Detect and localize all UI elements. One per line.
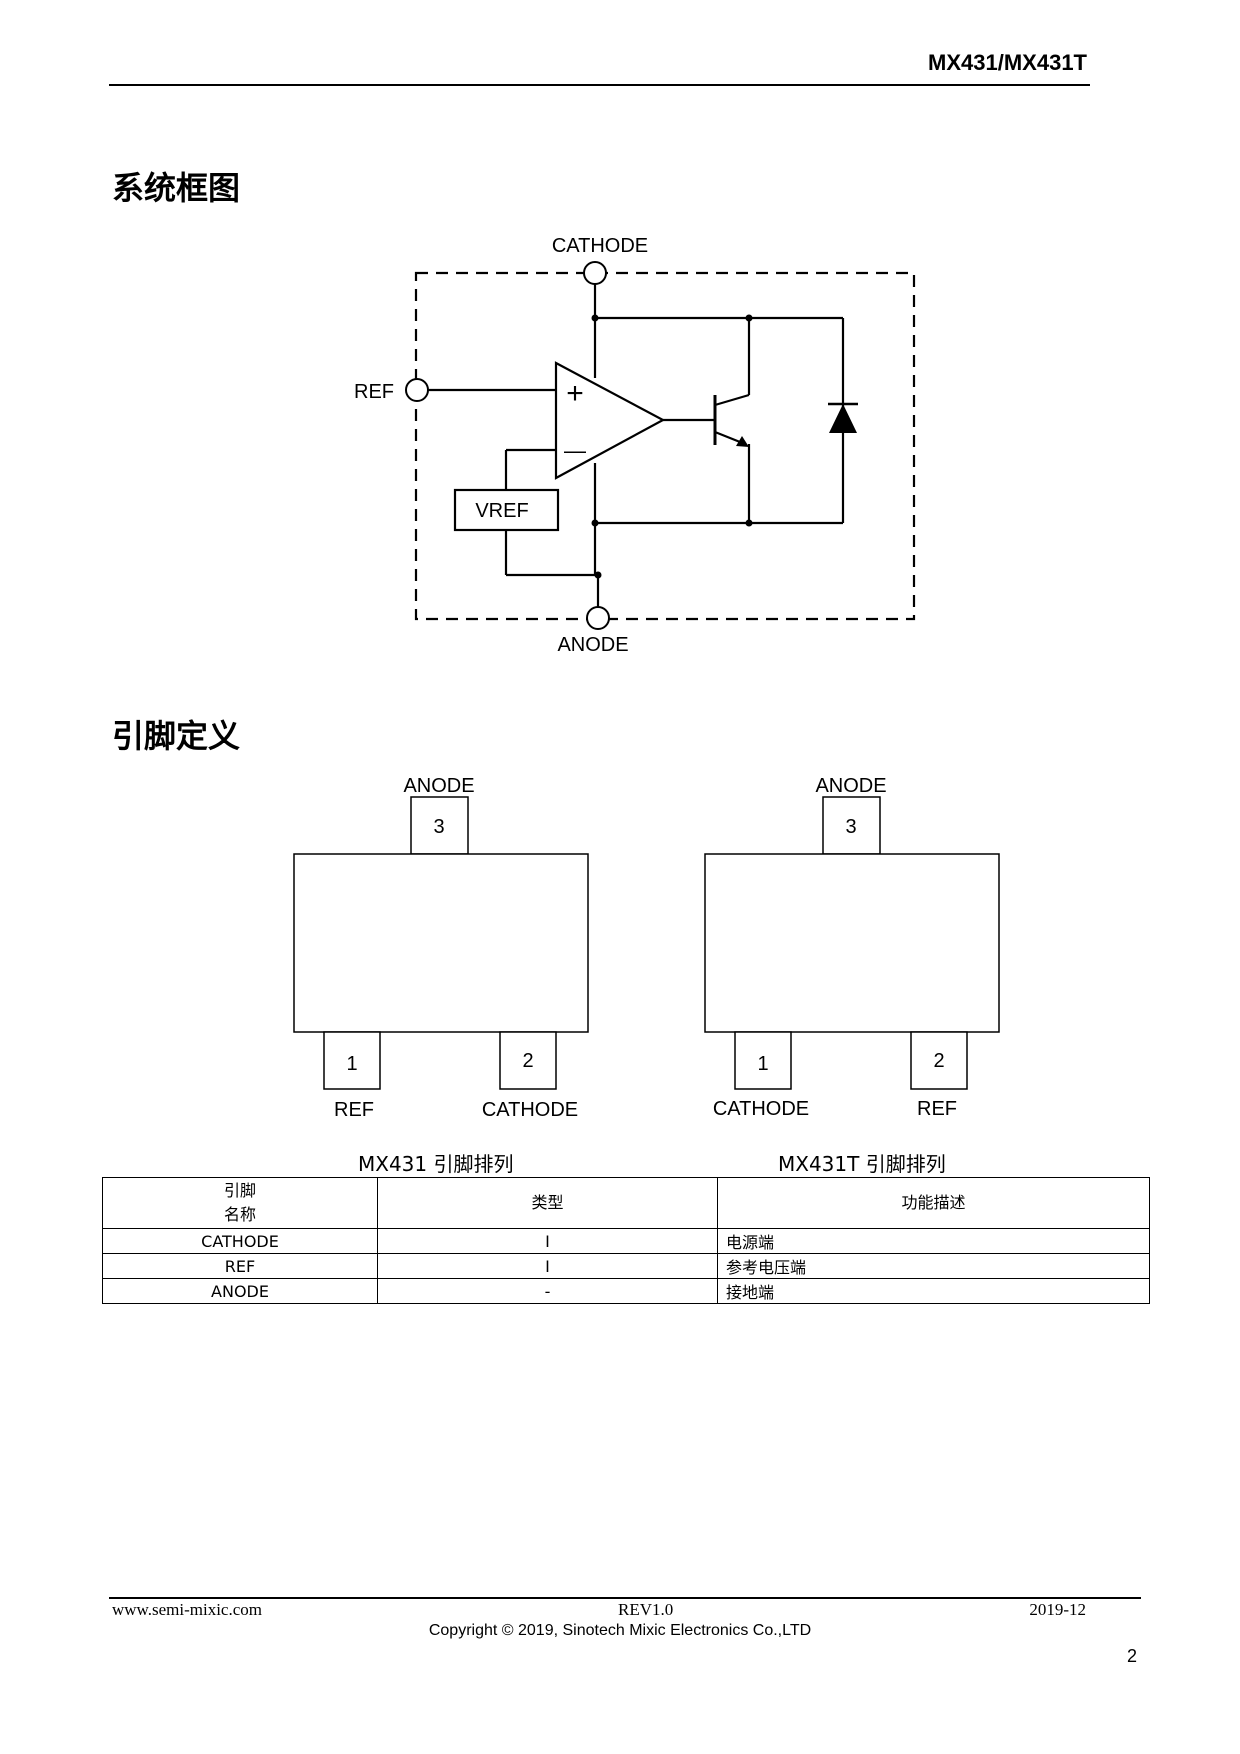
pin1-pad	[734, 1031, 792, 1090]
mx431-pinout-caption: MX431 引脚排列	[358, 1152, 514, 1176]
cell-function: 参考电压端	[717, 1253, 1150, 1279]
cell-function: 接地端	[717, 1278, 1150, 1304]
pin1-pad	[323, 1031, 381, 1090]
cell-pin-name: CATHODE	[102, 1228, 378, 1254]
footer-revision: REV1.0	[618, 1600, 674, 1619]
header-type: 类型	[377, 1177, 718, 1229]
ref-label: REF	[354, 381, 394, 403]
package-mx431t: ANODE 3 1 2 CATHODE REF	[704, 775, 1000, 1120]
package-mx431: ANODE 3 1 2 REF CATHODE	[293, 775, 589, 1121]
pin2-label: REF	[917, 1098, 957, 1120]
anode-terminal-icon	[586, 606, 610, 630]
pin2-pad	[910, 1031, 968, 1090]
cathode-label: CATHODE	[552, 235, 648, 257]
anode-label: ANODE	[557, 634, 628, 656]
footer-date: 2019-12	[1029, 1600, 1086, 1619]
cell-type: I	[377, 1253, 718, 1279]
header-divider	[109, 84, 1090, 86]
enclosure-dashed-box	[414, 271, 916, 621]
table-header-row: 引脚 名称 类型 功能描述	[102, 1177, 1150, 1229]
package-diagrams: ANODE 3 1 2 REF CATHODE ANODE 3 1 2 CATH…	[293, 775, 1000, 1121]
block-diagram-heading: 系统框图	[112, 169, 241, 207]
cell-pin-name: ANODE	[102, 1278, 378, 1304]
cell-type: I	[377, 1228, 718, 1254]
vref-label: VREF	[475, 500, 528, 522]
pin2-label: CATHODE	[482, 1099, 578, 1121]
header-pin-name: 引脚 名称	[102, 1177, 378, 1229]
footer-divider	[109, 1597, 1141, 1599]
pin-definition-heading: 引脚定义	[112, 717, 241, 755]
pin1-label: CATHODE	[713, 1098, 809, 1120]
header-pin-name-line1: 引脚	[223, 1181, 256, 1200]
pin2-number: 2	[522, 1050, 533, 1072]
pin2-number: 2	[933, 1050, 944, 1072]
pin2-pad	[499, 1031, 557, 1090]
pin3-number: 3	[845, 816, 856, 838]
cell-type: -	[377, 1278, 718, 1304]
pin3-label: ANODE	[403, 775, 474, 797]
cathode-terminal-icon	[583, 261, 607, 285]
pin3-number: 3	[433, 816, 444, 838]
cell-function: 电源端	[717, 1228, 1150, 1254]
footer-copyright: Copyright © 2019, Sinotech Mixic Electro…	[428, 1622, 812, 1639]
block-diagram: CATHODE ANODE REF VREF + —	[354, 235, 916, 656]
op-amp-symbol	[554, 361, 666, 480]
cell-pin-name: REF	[102, 1253, 378, 1279]
table-row: CATHODE I 电源端	[102, 1228, 1150, 1254]
page-number: 2	[1126, 1646, 1137, 1666]
pin3-label: ANODE	[815, 775, 886, 797]
ref-terminal-icon	[405, 378, 429, 402]
mx431t-pinout-caption: MX431T 引脚排列	[778, 1152, 946, 1176]
header-function: 功能描述	[717, 1177, 1150, 1229]
plus-sign: +	[566, 377, 584, 410]
pin3-pad	[410, 796, 469, 855]
table-row: ANODE - 接地端	[102, 1278, 1150, 1304]
document-header-title: MX431/MX431T	[928, 50, 1087, 75]
pin-function-table: 引脚 名称 类型 功能描述 CATHODE I 电源端 REF I 参考电压端 …	[102, 1177, 1150, 1304]
pin1-number: 1	[346, 1053, 357, 1075]
diode-icon	[829, 404, 857, 433]
header-pin-name-line2: 名称	[223, 1205, 256, 1224]
package-body	[704, 853, 1000, 1033]
minus-sign: —	[564, 438, 586, 463]
pin1-number: 1	[757, 1053, 768, 1075]
table-row: REF I 参考电压端	[102, 1253, 1150, 1279]
package-body	[293, 853, 589, 1033]
emitter-arrow-icon	[736, 436, 749, 447]
footer-website-link[interactable]: www.semi-mixic.com	[112, 1600, 262, 1619]
pin1-label: REF	[334, 1099, 374, 1121]
